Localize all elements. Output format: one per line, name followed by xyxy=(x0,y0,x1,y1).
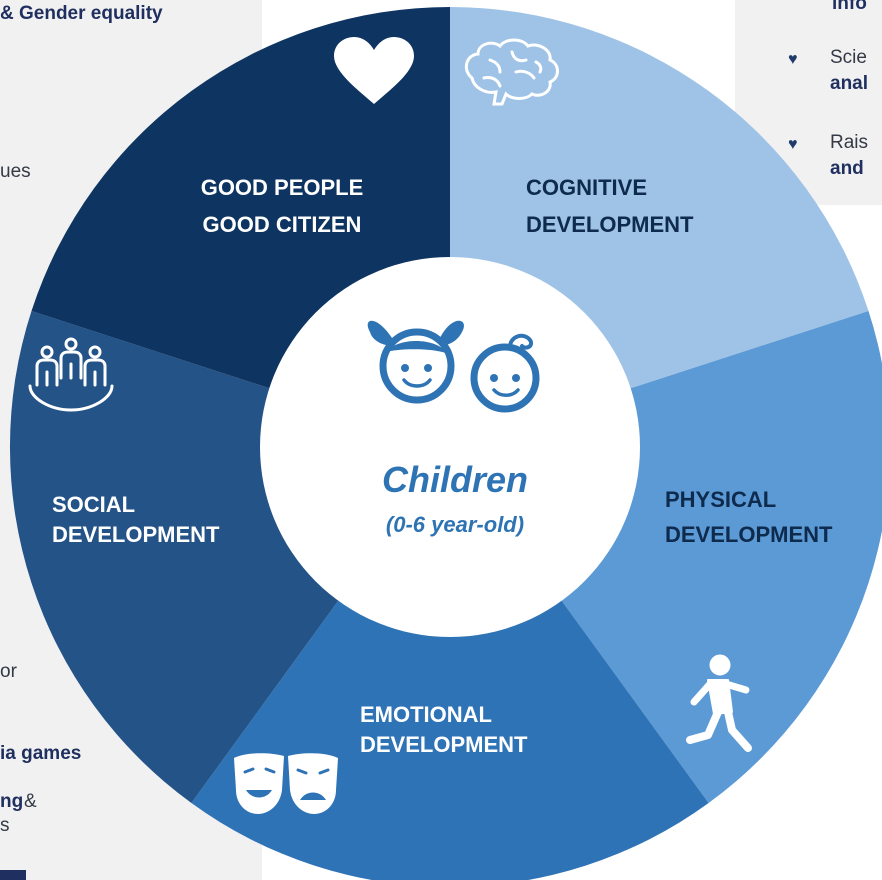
good-people-label-line1: GOOD PEOPLE xyxy=(201,175,364,200)
social-label-line2: DEVELOPMENT xyxy=(52,522,220,547)
heart-icon xyxy=(334,37,414,104)
bullet-icon: ♥ xyxy=(788,51,798,68)
left-fragment-ng: ng xyxy=(0,791,24,812)
cognitive-label-line1: COGNITIVE xyxy=(526,175,647,200)
bullet-icon: ♥ xyxy=(788,136,798,153)
left-fragment-values: ues xyxy=(0,161,31,182)
cognitive-label-line2: DEVELOPMENT xyxy=(526,212,694,237)
emotional-label-line1: EMOTIONAL xyxy=(360,702,492,727)
center-circle xyxy=(260,257,640,637)
left-fragment-ampersand: & xyxy=(24,791,37,812)
physical-label-line1: PHYSICAL xyxy=(665,487,776,512)
left-fragment-games: ia games xyxy=(0,743,82,764)
right-fragment-rais: Rais xyxy=(830,132,869,153)
social-label-line1: SOCIAL xyxy=(52,492,135,517)
running-child-icon xyxy=(686,654,752,752)
center-subtitle: (0-6 year-old) xyxy=(386,512,524,537)
emotional-label-line2: DEVELOPMENT xyxy=(360,732,528,757)
right-fragment-scie: Scie xyxy=(830,47,867,68)
brain-icon xyxy=(464,38,559,106)
center-title: Children xyxy=(382,459,528,500)
right-fragment-and: and xyxy=(830,158,864,179)
left-fragment-s: s xyxy=(0,815,10,836)
physical-label-line2: DEVELOPMENT xyxy=(665,522,833,547)
left-fragment-cutoff-text xyxy=(0,870,26,880)
good-people-label-line2: GOOD CITIZEN xyxy=(203,212,362,237)
children-faces-icon xyxy=(367,320,540,413)
right-fragment-info: info xyxy=(832,0,867,14)
left-fragment-for: or xyxy=(0,661,17,682)
right-fragment-anal: anal xyxy=(830,73,869,94)
theater-masks-icon xyxy=(234,753,338,814)
people-group-icon xyxy=(28,337,114,412)
left-fragment-gender-equality: & Gender equality xyxy=(0,3,163,24)
